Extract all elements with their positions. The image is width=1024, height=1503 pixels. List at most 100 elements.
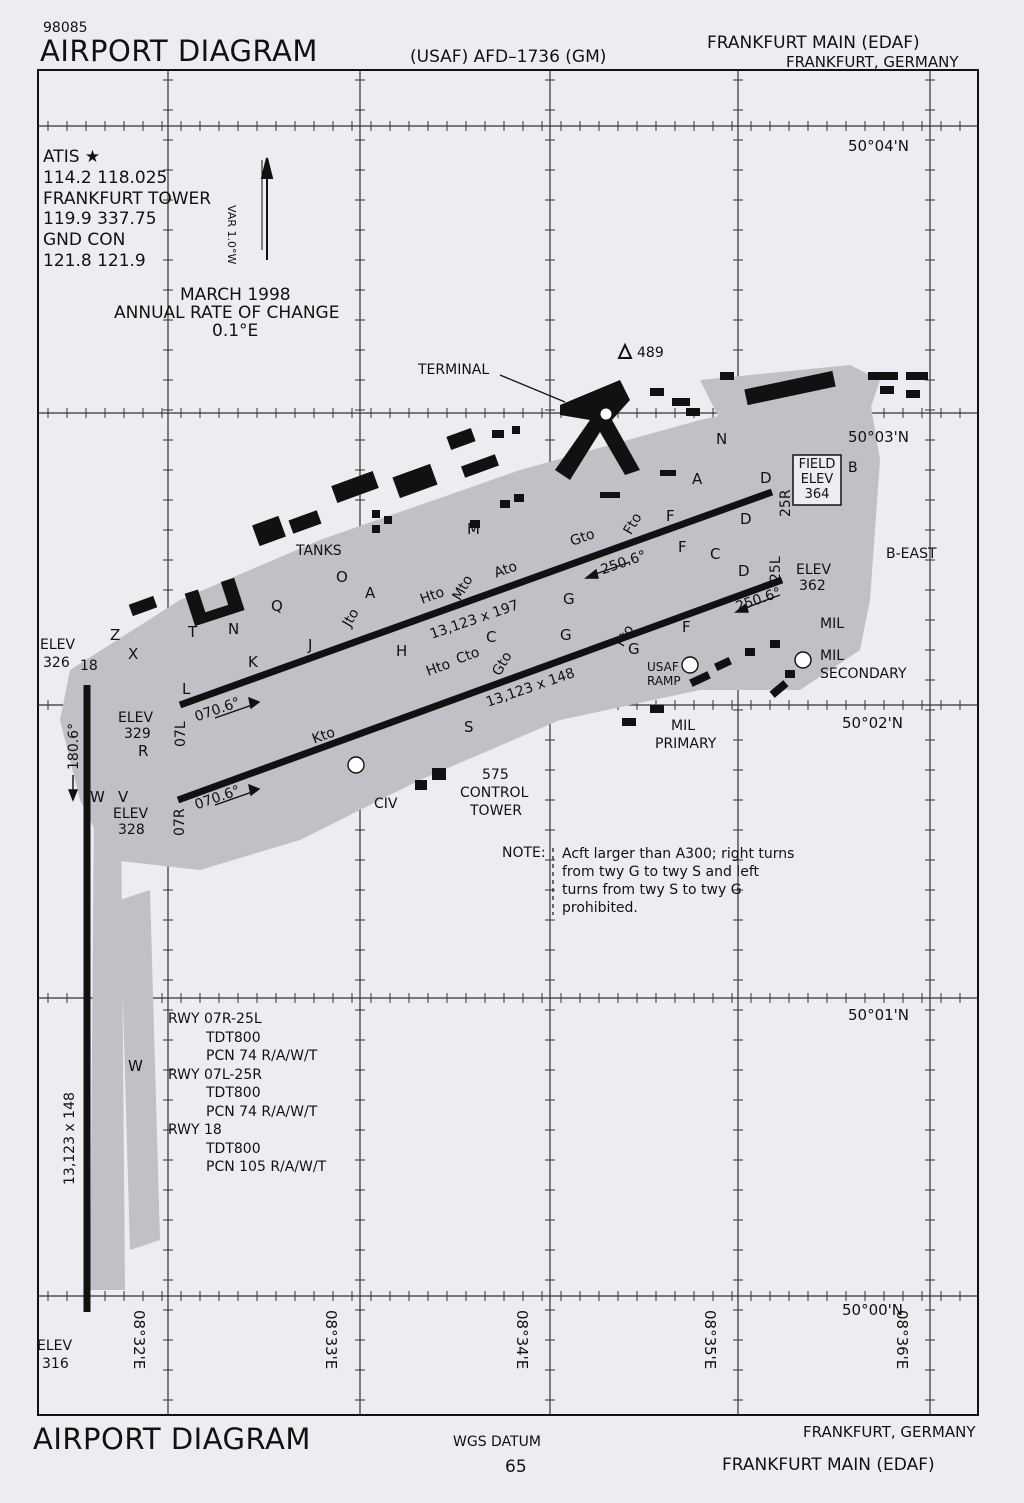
buildings [128,370,928,790]
chart-frame [37,69,979,1416]
lat-label: 50°00'N [842,1301,904,1319]
lat-lon-grid [38,70,978,1415]
taxiway-label: T [188,623,198,641]
runway-specs: RWY 07R-25L TDT800 PCN 74 R/A/W/T RWY 07… [168,1011,327,1175]
taxiway-label: O [336,568,348,586]
taxiway-label: C [486,628,497,646]
taxiway-label: R [138,742,149,760]
taxiway-label: X [128,645,139,663]
twy-label: B [848,460,858,476]
runway-heading: 180.6° [66,722,82,770]
lon-label: 08°36'E [893,1310,911,1370]
procedure-id: (USAF) AFD–1736 (GM) [410,47,607,67]
lon-label: 08°33'E [322,1310,340,1370]
obstacle-height: 489 [637,345,664,361]
footer-city: FRANKFURT, GERMANY [803,1423,976,1441]
lat-label: 50°03'N [848,428,910,446]
mil-secondary-label-2: SECONDARY [820,666,907,682]
beacon-icon [599,407,613,421]
tower-freq: 119.9 337.75 [43,209,157,229]
taxiway-label: S [464,718,474,736]
elev-value: 329 [124,726,151,742]
runway-dimensions: 13,123 x 148 [62,1092,78,1185]
taxiway-label: F [666,507,675,525]
footer-title: AIRPORT DIAGRAM [33,1422,311,1456]
mil-secondary-label: MIL [820,648,845,664]
taxiway-label: G [563,590,575,608]
taxiway-label: L [182,680,191,698]
runway-07r-25l [176,576,784,804]
taxiway-label: H [396,642,408,660]
elev-label: ELEV [40,637,76,653]
mil-label: MIL [820,616,845,632]
taxiway-label: A [365,584,376,602]
control-tower-label-2: TOWER [470,803,522,819]
runway-end-label: 25L [768,556,784,582]
lat-label: 50°04'N [848,137,910,155]
taxiway-label: D [760,469,772,487]
obstacle-icon [617,342,633,359]
taxiway-label: D [738,562,750,580]
elev-label: ELEV [796,562,832,578]
taxiway-label: V [118,788,129,806]
taxiway-label: N [716,430,728,448]
taxiway-label: Z [110,626,121,644]
taxiway-label: A [692,470,703,488]
taxiway-label: F [678,538,687,556]
civ-label: CIV [374,796,398,812]
mil-primary-label-2: PRIMARY [655,736,717,752]
runway-end-label: 18 [80,658,98,674]
tanks-label: TANKS [296,543,342,559]
lon-label: 08°35'E [701,1310,719,1370]
heliport-icons [347,651,812,774]
gnd-freq: 121.8 121.9 [43,251,146,271]
taxiway-label: F [682,618,691,636]
elev-value: 326 [43,655,70,671]
variation-date: MARCH 1998 [180,285,291,305]
field-elev-box [792,454,842,506]
terminal-label: TERMINAL [418,362,490,378]
taxiway-label: C [710,545,721,563]
elev-label: ELEV [113,806,149,822]
elev-value: 328 [118,822,145,838]
atis-freq: 114.2 118.025 [43,168,168,188]
lon-label: 08°34'E [513,1310,531,1370]
footer-airport: FRANKFURT MAIN (EDAF) [722,1455,935,1475]
elev-label: ELEV [118,710,154,726]
page-title: AIRPORT DIAGRAM [40,34,318,68]
control-tower-label: CONTROL [460,785,529,801]
runway-end-label: 25R [778,489,794,517]
runways [83,488,784,1312]
tower-elevation: 575 [482,767,509,783]
variation-rate: 0.1°E [212,321,259,341]
lon-label: 08°32'E [130,1310,148,1370]
runway-07l-25r [178,488,774,709]
datum-label: WGS DATUM [453,1434,541,1450]
north-arrow-icon [260,157,274,260]
gnd-label: GND CON [43,230,126,250]
taxiway-label: W [128,1057,143,1075]
taxiway-label: G [560,626,572,644]
runway-end-label: 07L [173,721,189,747]
b-east-label: B-EAST [886,546,937,562]
tower-label: FRANKFURT TOWER [43,189,212,209]
atis-label: ATIS ★ [43,147,101,167]
page-number: 65 [505,1457,527,1477]
pavement-area [60,365,880,1290]
note-text: Acft larger than A300; right turns from … [562,846,795,916]
taxiway-label: Q [271,597,283,615]
variation-value: VAR 1.0°W [225,205,238,265]
mil-primary-label: MIL [671,718,696,734]
taxiway-label: K [248,653,258,671]
taxiway-label: J [308,636,313,654]
variation-rate-label: ANNUAL RATE OF CHANGE [114,303,340,323]
chart-number: 98085 [43,20,88,36]
taxiway-label: D [740,510,752,528]
elev-value: 316 [42,1356,69,1372]
taxiway-label: M [467,520,480,538]
city-name: FRANKFURT, GERMANY [786,53,959,71]
note-label: NOTE: [502,845,546,861]
elev-label: ELEV [37,1338,73,1354]
taxiway-label: N [228,620,240,638]
lat-label: 50°01'N [848,1006,910,1024]
